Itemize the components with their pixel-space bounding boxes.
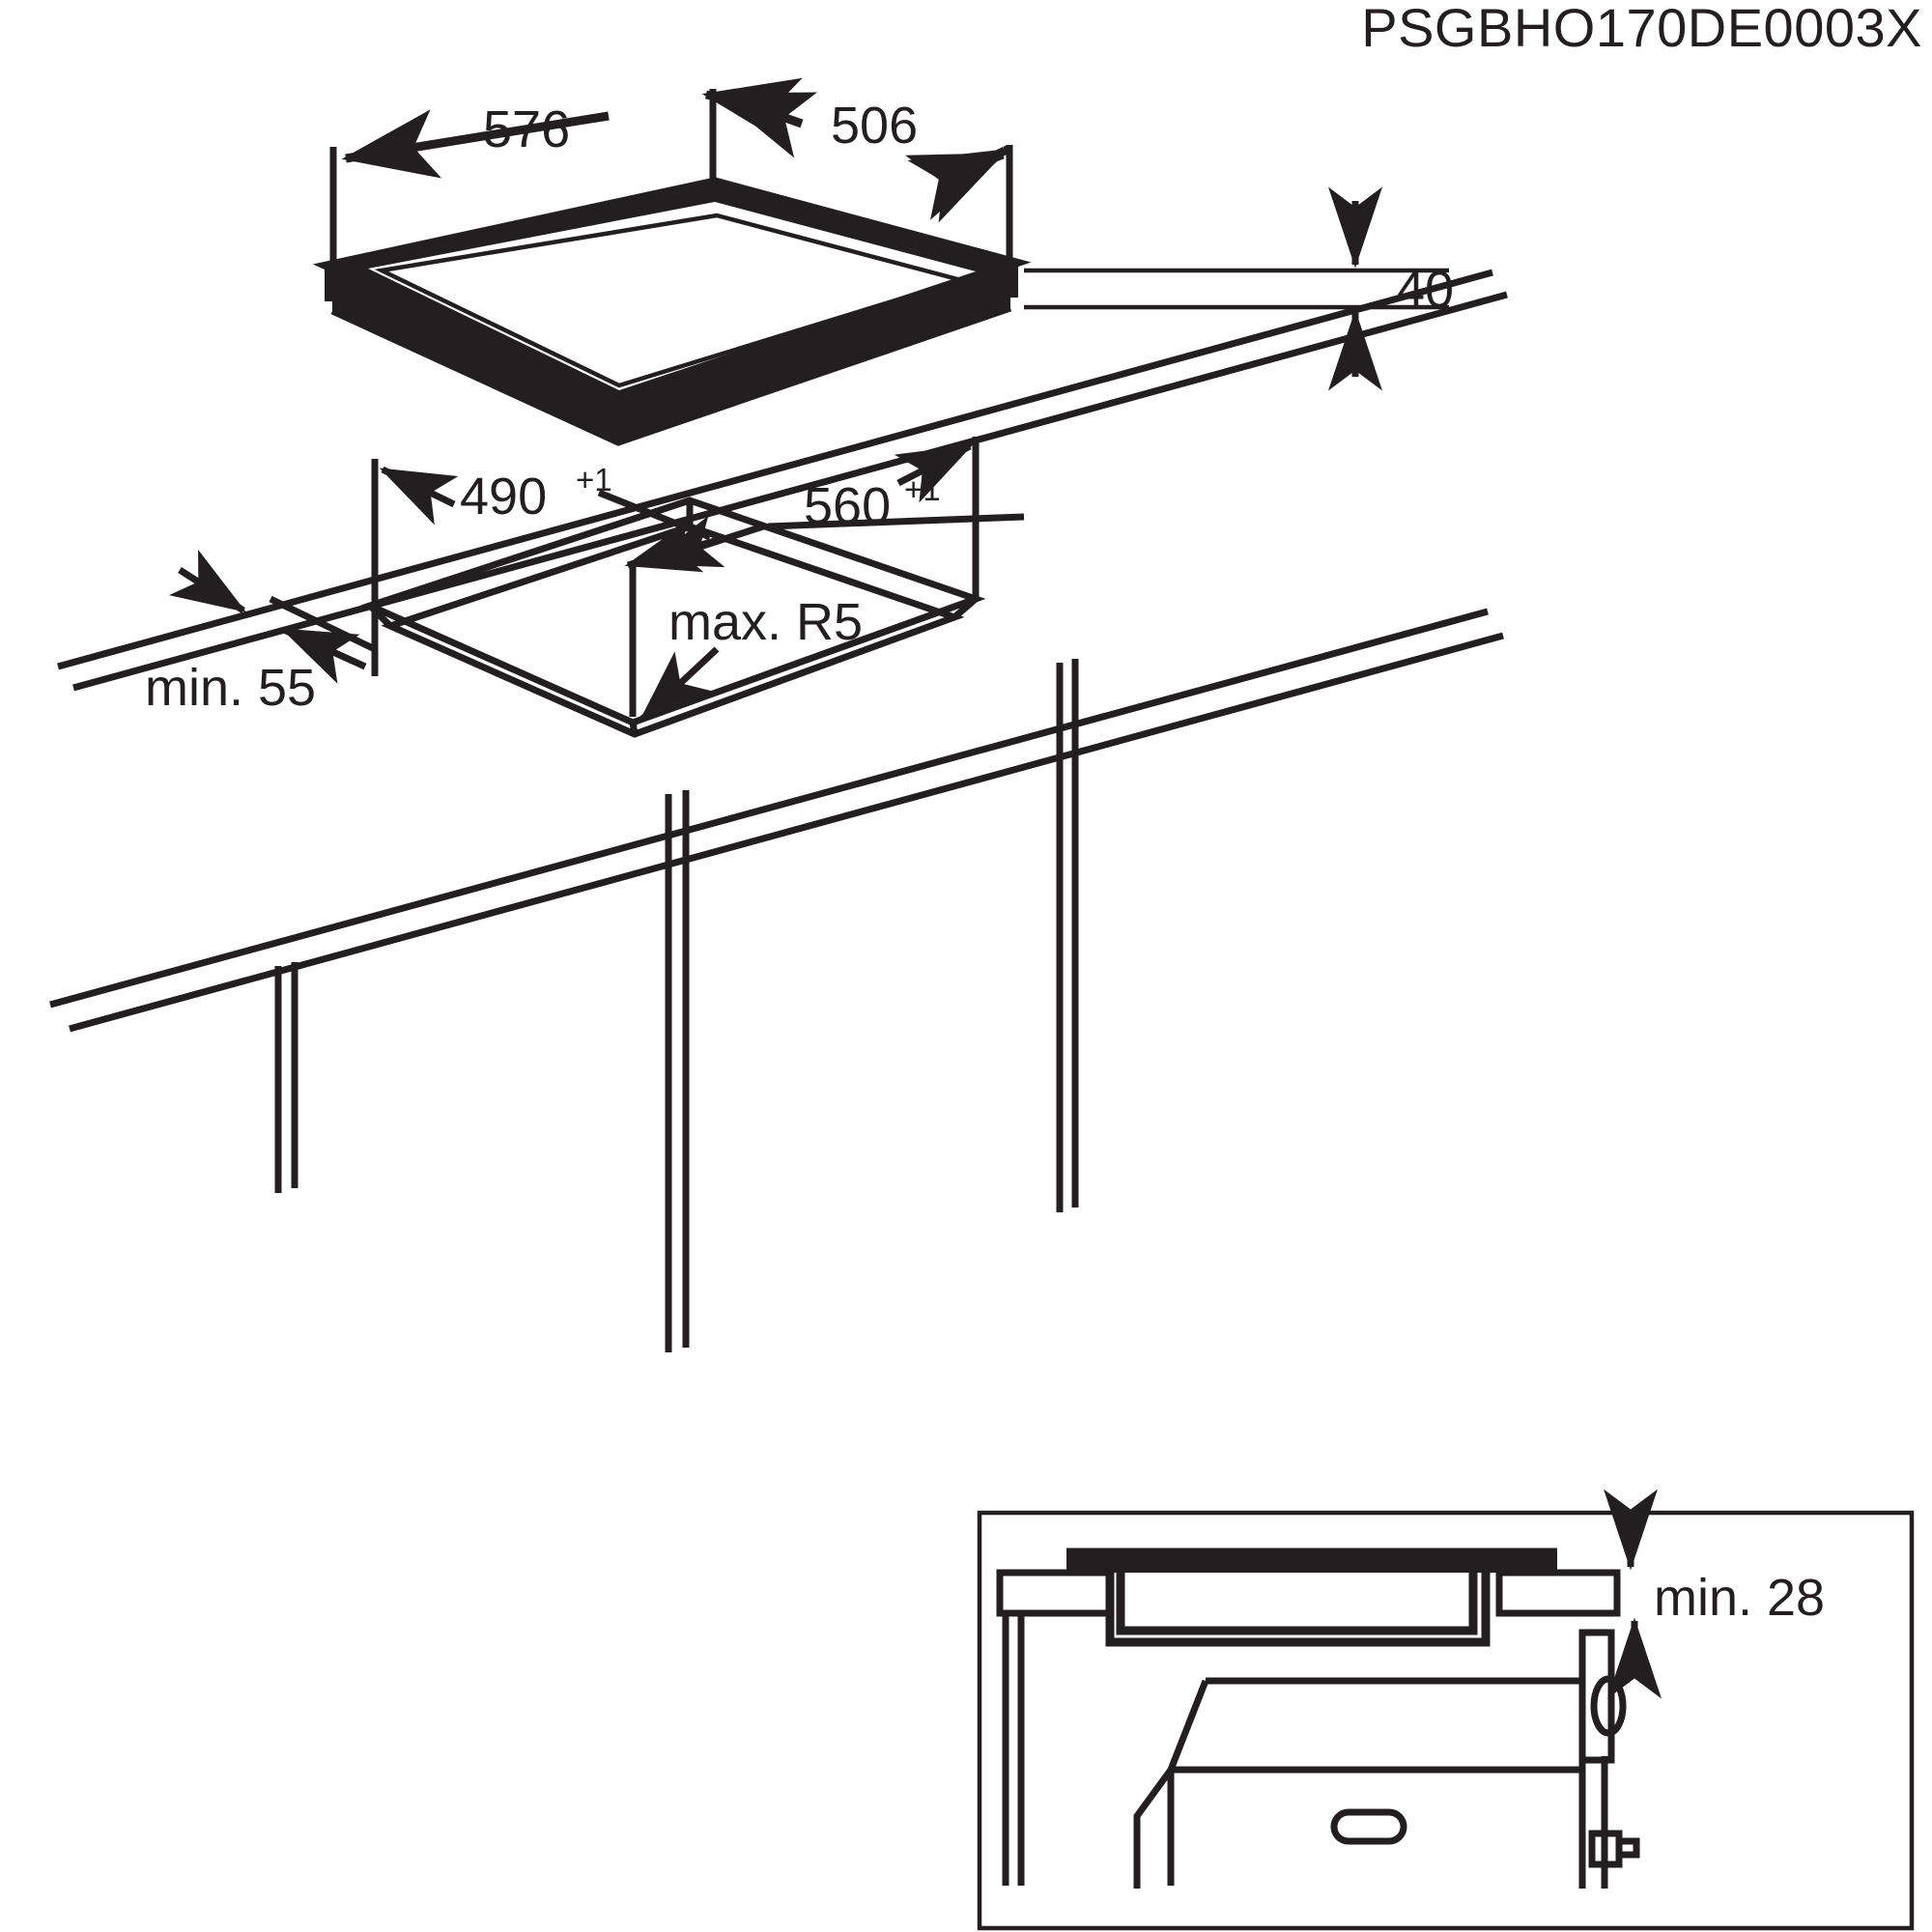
dim-560-leader	[767, 513, 1025, 530]
detail-hob-body-section	[1116, 1573, 1478, 1635]
dimension-40: 40	[1024, 186, 1454, 391]
hob-isometric-view: 576 506 40	[312, 77, 1454, 446]
hob-bevel-frame	[327, 182, 1016, 398]
cutout-corner-depth-right	[952, 596, 979, 620]
dim-min55-leader	[269, 595, 377, 653]
dimension-min-55: min. 55	[145, 549, 377, 717]
dimension-560: 560 +1	[645, 437, 1025, 601]
dim-506-arrow-left	[715, 90, 818, 158]
drawing-title: PSGBHO170DE0003X	[1361, 0, 1922, 58]
worktop-view: 490 +1 560 +1 min. 55	[49, 269, 1508, 1352]
dim-r5-label: max. R5	[668, 593, 863, 651]
detail-worktop-right	[1495, 1569, 1621, 1617]
model-code-label: PSGBHO170DE0003X	[1361, 0, 1922, 58]
detail-hob-body-outer	[1105, 1569, 1491, 1647]
worktop-front-edge-bottom	[69, 632, 1504, 1033]
dim-r5-arrow	[639, 646, 720, 723]
dim-min55-label: min. 55	[145, 659, 316, 717]
detail-unit-left-slope	[1167, 1679, 1209, 1886]
dim-560-label: 560	[804, 477, 891, 535]
dim-576-arrow-left	[341, 109, 610, 179]
cutout-corner-depth-front	[629, 722, 639, 735]
dimension-min-28: min. 28	[1604, 1489, 1825, 1699]
dimension-506: 506	[715, 90, 1013, 263]
dim-506-arrow-right	[904, 150, 1008, 220]
dim-560-tolerance-label: +1	[904, 471, 941, 507]
hob-left-corner-thickness	[325, 263, 340, 301]
detail-section-box: min. 28	[977, 1489, 1915, 1931]
worktop-back-edge-top	[57, 269, 1493, 670]
dim-490-label: 490	[460, 468, 547, 526]
hob-glass-panel	[374, 213, 970, 388]
dimension-576: 576	[329, 77, 803, 269]
hob-right-corner-thickness	[1003, 259, 1018, 298]
worktop-front-edge-top	[49, 608, 1489, 1009]
detail-unit-left-skirt	[1133, 1767, 1174, 1889]
hob-top-face-outline	[312, 177, 1032, 403]
hob-underlip-band	[332, 287, 1010, 442]
detail-screw-shaft	[1615, 1837, 1640, 1859]
detail-worktop-left	[996, 1569, 1115, 1617]
cabinet-support-legs	[274, 659, 1079, 1352]
dim-490-tolerance-label: +1	[576, 462, 612, 497]
dim-560-arrow-lower	[645, 515, 765, 568]
dim-490-arrow-upper	[379, 466, 459, 526]
detail-front-slot	[1330, 1808, 1407, 1845]
dim-min55-arrow-to-cutout	[280, 626, 367, 684]
dim-min55-arrow-to-edge	[168, 549, 246, 613]
dimension-max-r5: max. R5	[629, 562, 863, 723]
detail-hob-glass-plate	[1066, 1551, 1557, 1573]
detail-box-frame	[977, 1510, 1915, 1931]
dim-506-label: 506	[831, 97, 918, 155]
dim-560-arrow-upper	[894, 442, 974, 503]
dim-min28-label: min. 28	[1654, 1569, 1825, 1627]
dim-506-leader	[1003, 144, 1011, 156]
dim-576-label: 576	[483, 100, 570, 158]
